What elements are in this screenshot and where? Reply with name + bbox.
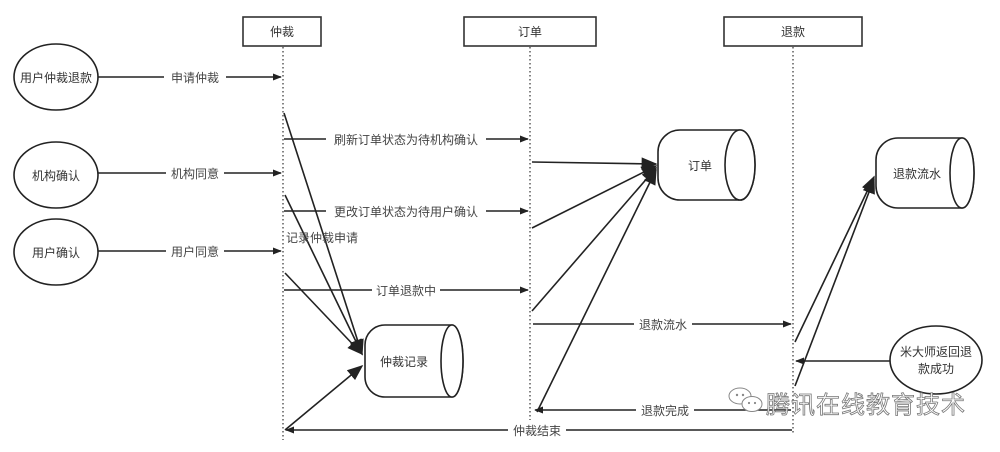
watermark-text: 腾讯在线教育技术 (766, 391, 966, 419)
lifeline-header-order[interactable] (463, 16, 597, 47)
actor-org-confirm[interactable]: 机构确认 (13, 141, 99, 209)
connectors-to-refund-flow-store (794, 175, 875, 387)
message-order-refunding[interactable]: 订单退款中 (284, 282, 529, 298)
lifeline-label-refund: 退款 (781, 25, 805, 39)
message-org-agree[interactable]: 机构同意 (98, 165, 282, 181)
connectors-to-arbitration-record (283, 112, 364, 431)
message-change-order-status[interactable]: 更改订单状态为待用户确认 (284, 203, 529, 219)
store-label-refund-flow: 退款流水 (893, 167, 941, 181)
store-label-order: 订单 (688, 159, 712, 173)
actor-label-mi-master-line1: 米大师返回退 (900, 345, 972, 359)
message-refresh-order-status[interactable]: 刷新订单状态为待机构确认 (284, 131, 529, 147)
connector-arb-record-3 (284, 272, 364, 356)
message-apply-arbitration[interactable]: 申请仲裁 (98, 69, 282, 85)
message-label-apply-arbitration: 申请仲裁 (171, 71, 219, 85)
lifeline-label-order: 订单 (518, 25, 542, 39)
lifeline-arbitration: 仲裁 (242, 16, 322, 440)
lifeline-refund: 退款 (723, 16, 863, 433)
actor-mi-master[interactable]: 米大师返回退 款成功 (889, 325, 983, 395)
connector-refund-flow-2 (794, 177, 875, 387)
message-arbitration-end[interactable]: 仲裁结束 (285, 422, 792, 438)
connector-arb-record-end (284, 364, 364, 431)
store-refund-flow[interactable]: 退款流水 (875, 137, 975, 209)
message-label-refund-flow: 退款流水 (639, 318, 687, 332)
actor-label-user-confirm: 用户确认 (32, 245, 80, 260)
connector-order-2 (531, 165, 658, 229)
connector-order-1 (531, 157, 658, 171)
connectors-to-order-store (531, 157, 658, 413)
actor-user-confirm[interactable]: 用户确认 (13, 218, 99, 286)
message-refund-flow[interactable]: 退款流水 (533, 316, 792, 332)
message-label-refund-complete: 退款完成 (641, 403, 689, 418)
lifeline-label-arbitration: 仲裁 (270, 25, 294, 39)
store-order[interactable]: 订单 (657, 129, 756, 201)
actor-label-user-apply: 用户仲裁退款 (20, 70, 92, 85)
store-arbitration-record[interactable]: 仲裁记录 (364, 324, 464, 398)
store-label-arbitration-record: 仲裁记录 (380, 355, 428, 369)
message-label-order-refunding: 订单退款中 (376, 283, 436, 298)
actor-label-mi-master-line2: 款成功 (918, 362, 954, 376)
connector-order-4 (536, 168, 657, 413)
message-label-org-agree: 机构同意 (171, 166, 219, 181)
message-label-arbitration-end: 仲裁结束 (513, 424, 561, 438)
connector-arb-record-1 (283, 112, 364, 356)
message-label-refresh-order-status: 刷新订单状态为待机构确认 (334, 132, 478, 147)
connector-order-3 (531, 166, 658, 312)
lifeline-order: 订单 (463, 16, 597, 420)
connector-refund-flow-1 (794, 175, 875, 343)
note-record-arbitration-apply: 记录仲裁申请 (286, 231, 358, 245)
lifeline-header-arbitration[interactable] (242, 16, 322, 47)
actor-user-apply[interactable]: 用户仲裁退款 (13, 43, 99, 111)
message-label-change-order-status: 更改订单状态为待用户确认 (334, 204, 478, 219)
connector-arb-record-2 (284, 194, 363, 356)
watermark: 腾讯在线教育技术 (728, 387, 966, 419)
wechat-icon (728, 387, 763, 412)
actor-label-org-confirm: 机构确认 (32, 168, 80, 183)
message-label-user-agree: 用户同意 (171, 244, 219, 259)
lifeline-header-refund[interactable] (723, 16, 863, 47)
message-refund-complete[interactable]: 退款完成 (534, 402, 791, 418)
message-user-agree[interactable]: 用户同意 (98, 243, 282, 259)
